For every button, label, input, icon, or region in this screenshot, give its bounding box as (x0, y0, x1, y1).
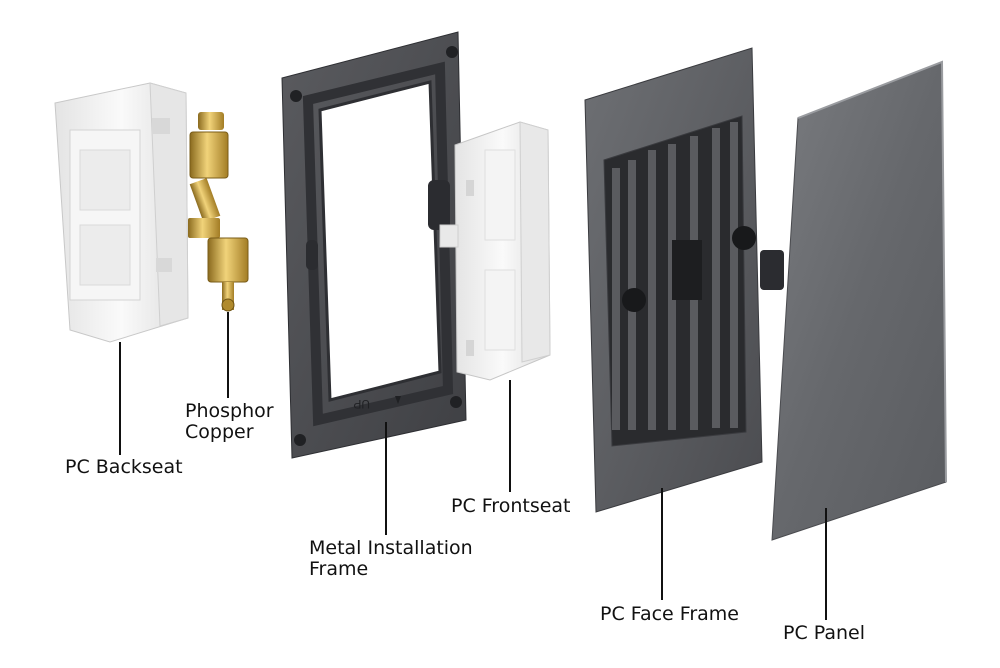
label-metal-installation-frame: Metal Installation Frame (309, 538, 473, 580)
label-pc-frontseat: PC Frontseat (451, 495, 571, 517)
label-pc-panel: PC Panel (783, 622, 866, 644)
label-phosphor-copper: Phosphor Copper (185, 401, 274, 443)
leader-lines (119, 312, 827, 620)
pc-backseat-part (54, 82, 189, 343)
pc-frontseat-part (439, 121, 551, 381)
pc-panel-part (760, 60, 947, 541)
label-pc-face-frame: PC Face Frame (600, 603, 739, 625)
label-pc-backseat: PC Backseat (65, 456, 183, 478)
label-phosphor-copper-line1: Phosphor (185, 400, 274, 422)
pc-face-frame-part (584, 47, 763, 513)
label-metal-frame-line1: Metal Installation (309, 537, 473, 559)
phosphor-copper-part (188, 112, 249, 312)
label-metal-frame-line2: Frame (309, 558, 369, 580)
frame-up-marking: UP (353, 397, 370, 411)
label-phosphor-copper-line2: Copper (185, 421, 254, 443)
metal-installation-frame-part: UP (281, 31, 467, 459)
